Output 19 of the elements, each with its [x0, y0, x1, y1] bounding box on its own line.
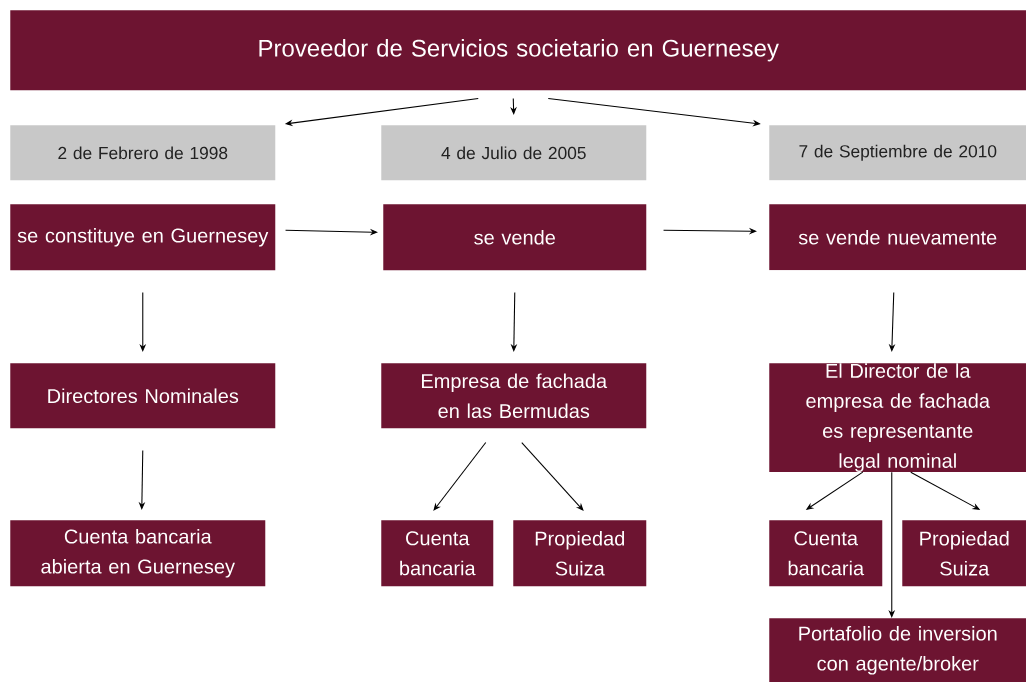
process-box: se vende nuevamente	[769, 204, 1026, 271]
arrow	[521, 442, 584, 511]
date-box: 2 de Febrero de 1998	[10, 125, 276, 181]
process-box: Propiedad Suiza	[902, 520, 1026, 587]
process-box: Cuenta bancaria	[769, 520, 883, 587]
process-box: El Director de la empresa de fachada es representante legal nominal	[769, 363, 1026, 472]
date-box: 7 de Septiembre de 2010	[769, 125, 1026, 181]
arrow	[433, 442, 487, 511]
date-box: 4 de Julio de 2005	[381, 125, 647, 181]
process-box: se vende	[383, 204, 647, 271]
process-box: Empresa de fachada en las Bermudas	[381, 363, 647, 429]
process-box: Portafolio de inversion con agente/broker	[769, 618, 1026, 682]
process-box: Cuenta bancaria	[381, 520, 494, 587]
title-banner: Proveedor de Servicios societario en Guernesey	[10, 10, 1026, 91]
process-box: Propiedad Suiza	[513, 520, 647, 587]
process-box: se constituye en Guernesey	[10, 204, 276, 271]
arrow	[510, 98, 517, 115]
process-box: Cuenta bancaria abierta en Guernesey	[10, 520, 266, 587]
process-box: Directores Nominales	[10, 363, 276, 429]
